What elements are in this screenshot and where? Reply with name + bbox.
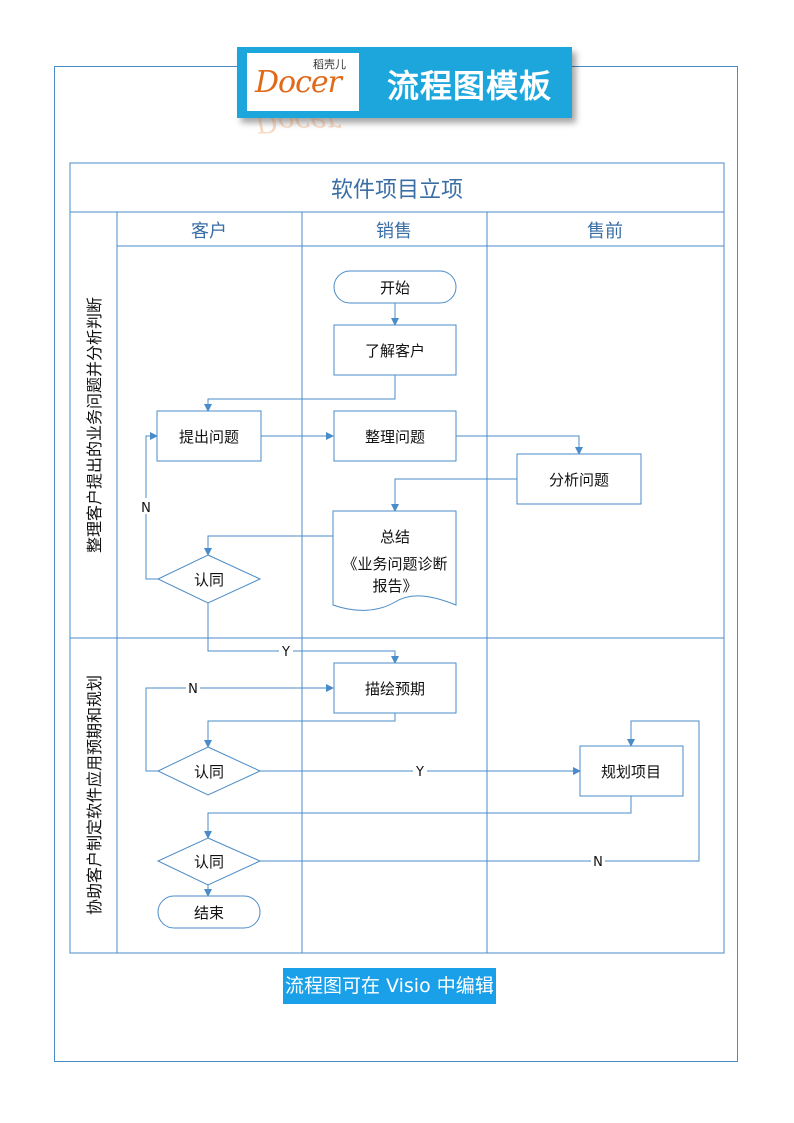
edge-label-n2: N (188, 682, 198, 697)
edge-label-n1: N (141, 501, 151, 516)
depict-expectation-node (333, 662, 457, 714)
summary-body-line1: 《业务问题诊断 (342, 555, 447, 573)
phase-label-2: 协助客户制定软件应用预期和规划 (85, 675, 104, 915)
agree-decision-2 (156, 746, 262, 796)
agree-label-2: 认同 (194, 763, 224, 781)
plan-project-label: 规划项目 (601, 763, 661, 781)
connectors (145, 303, 700, 897)
agree-decision-3 (156, 837, 262, 886)
raise-question-label: 提出问题 (179, 428, 239, 446)
start-node (333, 270, 457, 304)
summary-document-node (332, 510, 457, 611)
understand-customer-node (333, 324, 457, 376)
logo-cn-text: 稻壳儿 (313, 58, 346, 71)
edge-label-y1: Y (281, 645, 290, 660)
agree-label-3: 认同 (194, 853, 224, 871)
raise-question-node (156, 410, 262, 462)
agree-label-1: 认同 (194, 571, 224, 589)
phase-label-1: 整理客户提出的业务问题并分析判断 (85, 297, 104, 553)
header-banner: Docer 稻壳儿 流程图模板 (237, 47, 572, 118)
plan-project-node (579, 745, 684, 797)
swimlane-grid (69, 162, 725, 954)
lane-header-presales: 售前 (587, 221, 623, 242)
edge-label-y2: Y (415, 765, 424, 780)
analyze-question-label: 分析问题 (549, 471, 609, 489)
understand-customer-label: 了解客户 (365, 342, 425, 360)
edge-label-n3: N (593, 855, 603, 870)
end-node (157, 895, 261, 929)
depict-expectation-label: 描绘预期 (365, 680, 425, 698)
page-title: 流程图模板 (387, 67, 553, 105)
start-label: 开始 (380, 279, 410, 297)
docer-logo: Docer 稻壳儿 (247, 53, 359, 111)
summary-body-line2: 报告》 (372, 577, 417, 595)
diagram-title: 软件项目立项 (331, 178, 463, 203)
lane-header-customer: 客户 (191, 221, 227, 242)
footer-caption: 流程图可在 Visio 中编辑 (283, 968, 496, 1004)
organize-question-label: 整理问题 (365, 428, 425, 446)
organize-question-node (333, 410, 457, 462)
summary-title-label: 总结 (380, 528, 410, 546)
end-label: 结束 (194, 904, 224, 922)
agree-decision-1 (156, 554, 262, 604)
lane-header-sales: 销售 (376, 221, 412, 242)
analyze-question-node (516, 453, 642, 505)
logo-text: Docer (255, 65, 342, 100)
